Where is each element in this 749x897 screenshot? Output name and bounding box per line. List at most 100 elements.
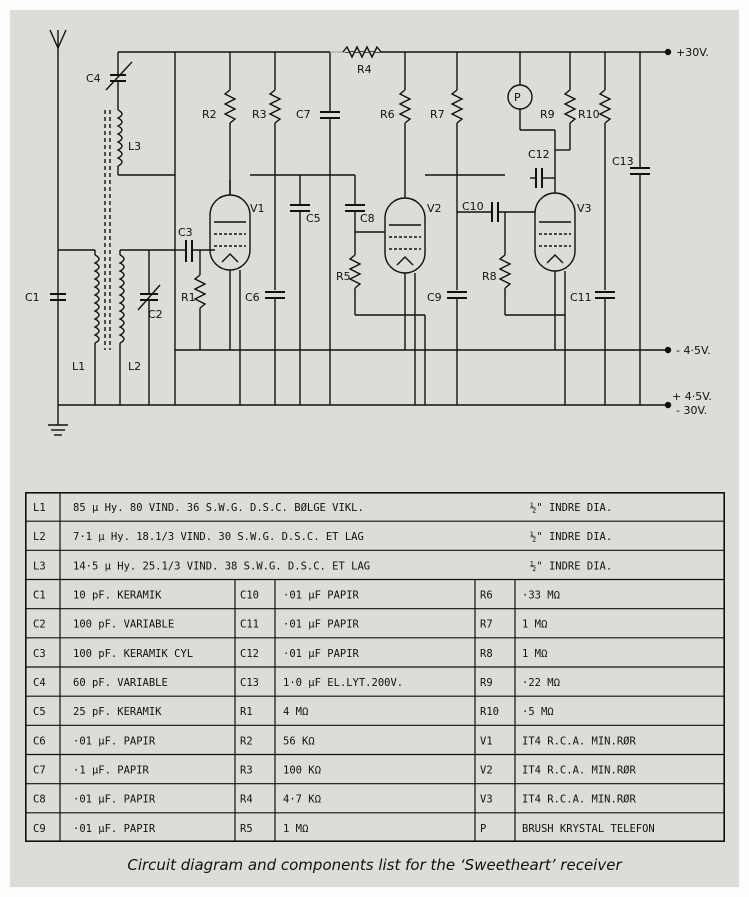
coil-id: L1 [33,502,46,514]
part-value: 1 MΩ [283,823,309,835]
rail-label-minus30: - 30V. [676,404,707,417]
part-value: 10 pF. KERAMIK [73,589,162,601]
l3-coil [116,109,123,167]
part-id: C2 [33,619,46,631]
label-r2: R2 [202,108,217,121]
part-value: IT4 R.C.A. MIN.RØR [522,735,636,747]
label-v3: V3 [577,202,592,215]
label-c5: C5 [306,212,321,225]
coil-id: L2 [33,531,46,543]
part-id: R10 [480,706,499,718]
l1-coil [93,254,100,344]
part-value: ·22 MΩ [522,677,561,689]
label-r4: R4 [357,63,372,76]
label-r5: R5 [336,270,351,283]
part-value: 100 pF. VARIABLE [73,619,174,631]
part-id: P [480,823,486,835]
part-id: R5 [240,823,253,835]
antenna-symbol [49,29,67,405]
label-c12: C12 [528,148,550,161]
label-l2: L2 [128,360,141,373]
part-value: ·01 µF PAPIR [283,648,360,660]
label-c10: C10 [462,200,484,213]
label-l3: L3 [128,140,141,153]
part-value: 4 MΩ [283,706,309,718]
coil-diameter: ½" INDRE DIA. [530,560,612,572]
part-id: R4 [240,794,253,806]
coil-spec: 7·1 µ Hy. 18.1/3 VIND. 30 S.W.G. D.S.C. … [73,531,364,543]
part-value: ·01 µF. PAPIR [73,823,156,835]
label-c4: C4 [86,72,101,85]
part-value: ·33 MΩ [522,589,561,601]
label-p: P [514,91,521,104]
part-id: R9 [480,677,493,689]
label-r1: R1 [181,291,196,304]
rail-label-minus4v5: - 4·5V. [676,344,711,357]
label-v2: V2 [427,202,442,215]
components-table: L1 85 µ Hy. 80 VIND. 36 S.W.G. D.S.C. BØL… [25,492,725,842]
part-id: C12 [240,648,259,660]
part-id: C8 [33,794,46,806]
part-id: C1 [33,589,46,601]
figure-caption: Circuit diagram and components list for … [127,856,622,874]
valve-v2 [384,197,426,274]
part-id: C13 [240,677,259,689]
part-id: C6 [33,735,46,747]
label-r3: R3 [252,108,267,121]
part-value: 1 MΩ [522,619,548,631]
label-c6: C6 [245,291,260,304]
part-id: R3 [240,764,253,776]
magazine-page [10,10,739,887]
label-c8: C8 [360,212,375,225]
rail-label-plus30: +30V. [676,46,709,59]
part-id: C9 [33,823,46,835]
l2-coil [118,254,125,344]
part-value: ·5 MΩ [522,706,554,718]
part-id: V1 [480,735,493,747]
part-value: ·01 µF PAPIR [283,619,360,631]
label-r10: R10 [578,108,600,121]
label-r6: R6 [380,108,395,121]
part-value: ·01 µF. PAPIR [73,794,156,806]
label-c1: C1 [25,291,40,304]
part-value: BRUSH KRYSTAL TELEFON [522,823,655,835]
coil-diameter: ½" INDRE DIA. [530,531,612,543]
coil-spec: 85 µ Hy. 80 VIND. 36 S.W.G. D.S.C. BØLGE… [73,502,364,514]
part-value: 1 MΩ [522,648,548,660]
part-value: ·01 µF PAPIR [283,589,360,601]
label-c3: C3 [178,226,193,239]
part-id: R8 [480,648,493,660]
part-value: 56 KΩ [283,735,315,747]
part-value: IT4 R.C.A. MIN.RØR [522,764,636,776]
rail-label-plus4v5: + 4·5V. [672,390,712,403]
label-c7: C7 [296,108,311,121]
label-v1: V1 [250,202,265,215]
part-id: C4 [33,677,46,689]
part-value: IT4 R.C.A. MIN.RØR [522,794,636,806]
ground-symbol [48,405,68,436]
label-l1: L1 [72,360,85,373]
coil-spec: 14·5 µ Hy. 25.1/3 VIND. 38 S.W.G. D.S.C.… [73,560,370,572]
circuit-diagram: +30V. - 4·5V. + 4·5V. - 30V. C4 L3 R4 R2… [25,29,712,436]
label-r8: R8 [482,270,497,283]
label-r9: R9 [540,108,555,121]
part-id: C7 [33,764,46,776]
label-c13: C13 [612,155,634,168]
label-c2: C2 [148,308,163,321]
label-c11: C11 [570,291,592,304]
part-id: R1 [240,706,253,718]
part-id: V2 [480,764,493,776]
label-r7: R7 [430,108,445,121]
part-id: R6 [480,589,493,601]
part-value: 25 pF. KERAMIK [73,706,162,718]
phones-p [507,52,555,131]
label-c9: C9 [427,291,442,304]
part-value: 100 pF. KERAMIK CYL [73,648,193,660]
part-id: C10 [240,589,259,601]
coil-diameter: ½" INDRE DIA. [530,502,612,514]
coil-id: L3 [33,560,46,572]
part-value: 4·7 KΩ [283,794,322,806]
part-id: C3 [33,648,46,660]
part-value: 100 KΩ [283,764,322,776]
